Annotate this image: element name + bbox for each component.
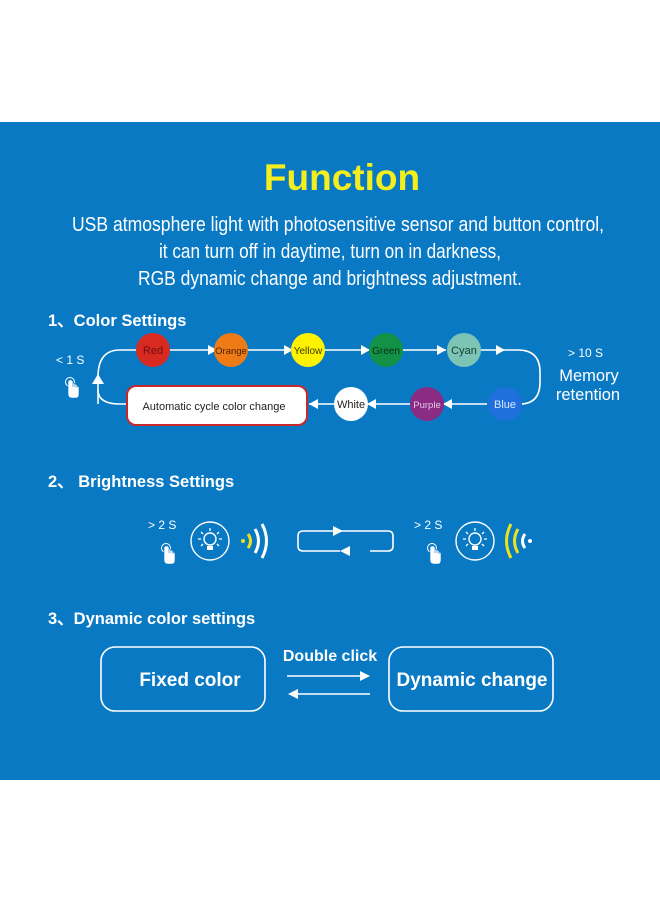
description-line-3: RGB dynamic change and brightness adjust…: [138, 267, 522, 290]
color-label-purple: Purple: [413, 400, 440, 411]
brightness-settings-heading: 2、 Brightness Settings: [48, 473, 234, 491]
press-short-label: < 1 S: [56, 353, 84, 367]
finger-tap-icon: [427, 543, 442, 565]
color-label-blue: Blue: [494, 399, 516, 411]
infographic-panel: [0, 122, 660, 780]
color-label-orange: Orange: [215, 346, 247, 357]
color-label-red: Red: [143, 345, 163, 357]
color-circle-blue: Blue: [488, 387, 522, 421]
toggle-arrows-icon: [297, 526, 394, 556]
color-label-cyan: Cyan: [451, 345, 477, 357]
bulb-icon: [455, 521, 495, 561]
page-title: Function: [264, 157, 420, 198]
cycle-arrowheads: [92, 345, 505, 409]
fixed-color-box: Fixed color: [100, 646, 266, 712]
bulb-icon: [190, 521, 230, 561]
brightness-wave-icon: [241, 523, 268, 559]
double-click-label: Double click: [283, 648, 377, 665]
finger-tap-icon: [161, 543, 176, 565]
color-circle-cyan: Cyan: [447, 333, 481, 367]
press-long-label: > 10 S: [568, 346, 603, 360]
brightness-left-press-label: > 2 S: [148, 518, 176, 532]
dynamic-color-settings-heading: 3、Dynamic color settings: [48, 610, 255, 628]
color-circle-yellow: Yellow: [291, 333, 325, 367]
brightness-right-press-label: > 2 S: [414, 518, 442, 532]
dynamic-change-box: Dynamic change: [388, 646, 554, 712]
color-label-green: Green: [372, 346, 400, 357]
color-label-yellow: Yellow: [294, 346, 323, 357]
memory-label-line-1: Memory: [559, 367, 619, 385]
color-label-white: White: [337, 399, 365, 411]
color-circle-purple: Purple: [410, 387, 444, 421]
fixed-color-label: Fixed color: [139, 670, 241, 691]
color-circle-orange: Orange: [214, 333, 248, 367]
description-line-1: USB atmosphere light with photosensitive…: [72, 213, 604, 236]
brightness-wave-icon: [505, 523, 532, 559]
finger-tap-icon: [65, 377, 80, 399]
color-circle-white: White: [334, 387, 368, 421]
dynamic-change-label: Dynamic change: [397, 670, 548, 691]
auto-cycle-box: Automatic cycle color change: [126, 385, 308, 426]
auto-cycle-label: Automatic cycle color change: [142, 401, 285, 413]
color-settings-heading: 1、Color Settings: [48, 312, 186, 330]
color-circle-red: Red: [136, 333, 170, 367]
memory-label-line-2: retention: [556, 386, 620, 404]
color-circle-green: Green: [369, 333, 403, 367]
description-line-2: it can turn off in daytime, turn on in d…: [159, 240, 501, 263]
swap-arrows-icon: [287, 671, 370, 699]
